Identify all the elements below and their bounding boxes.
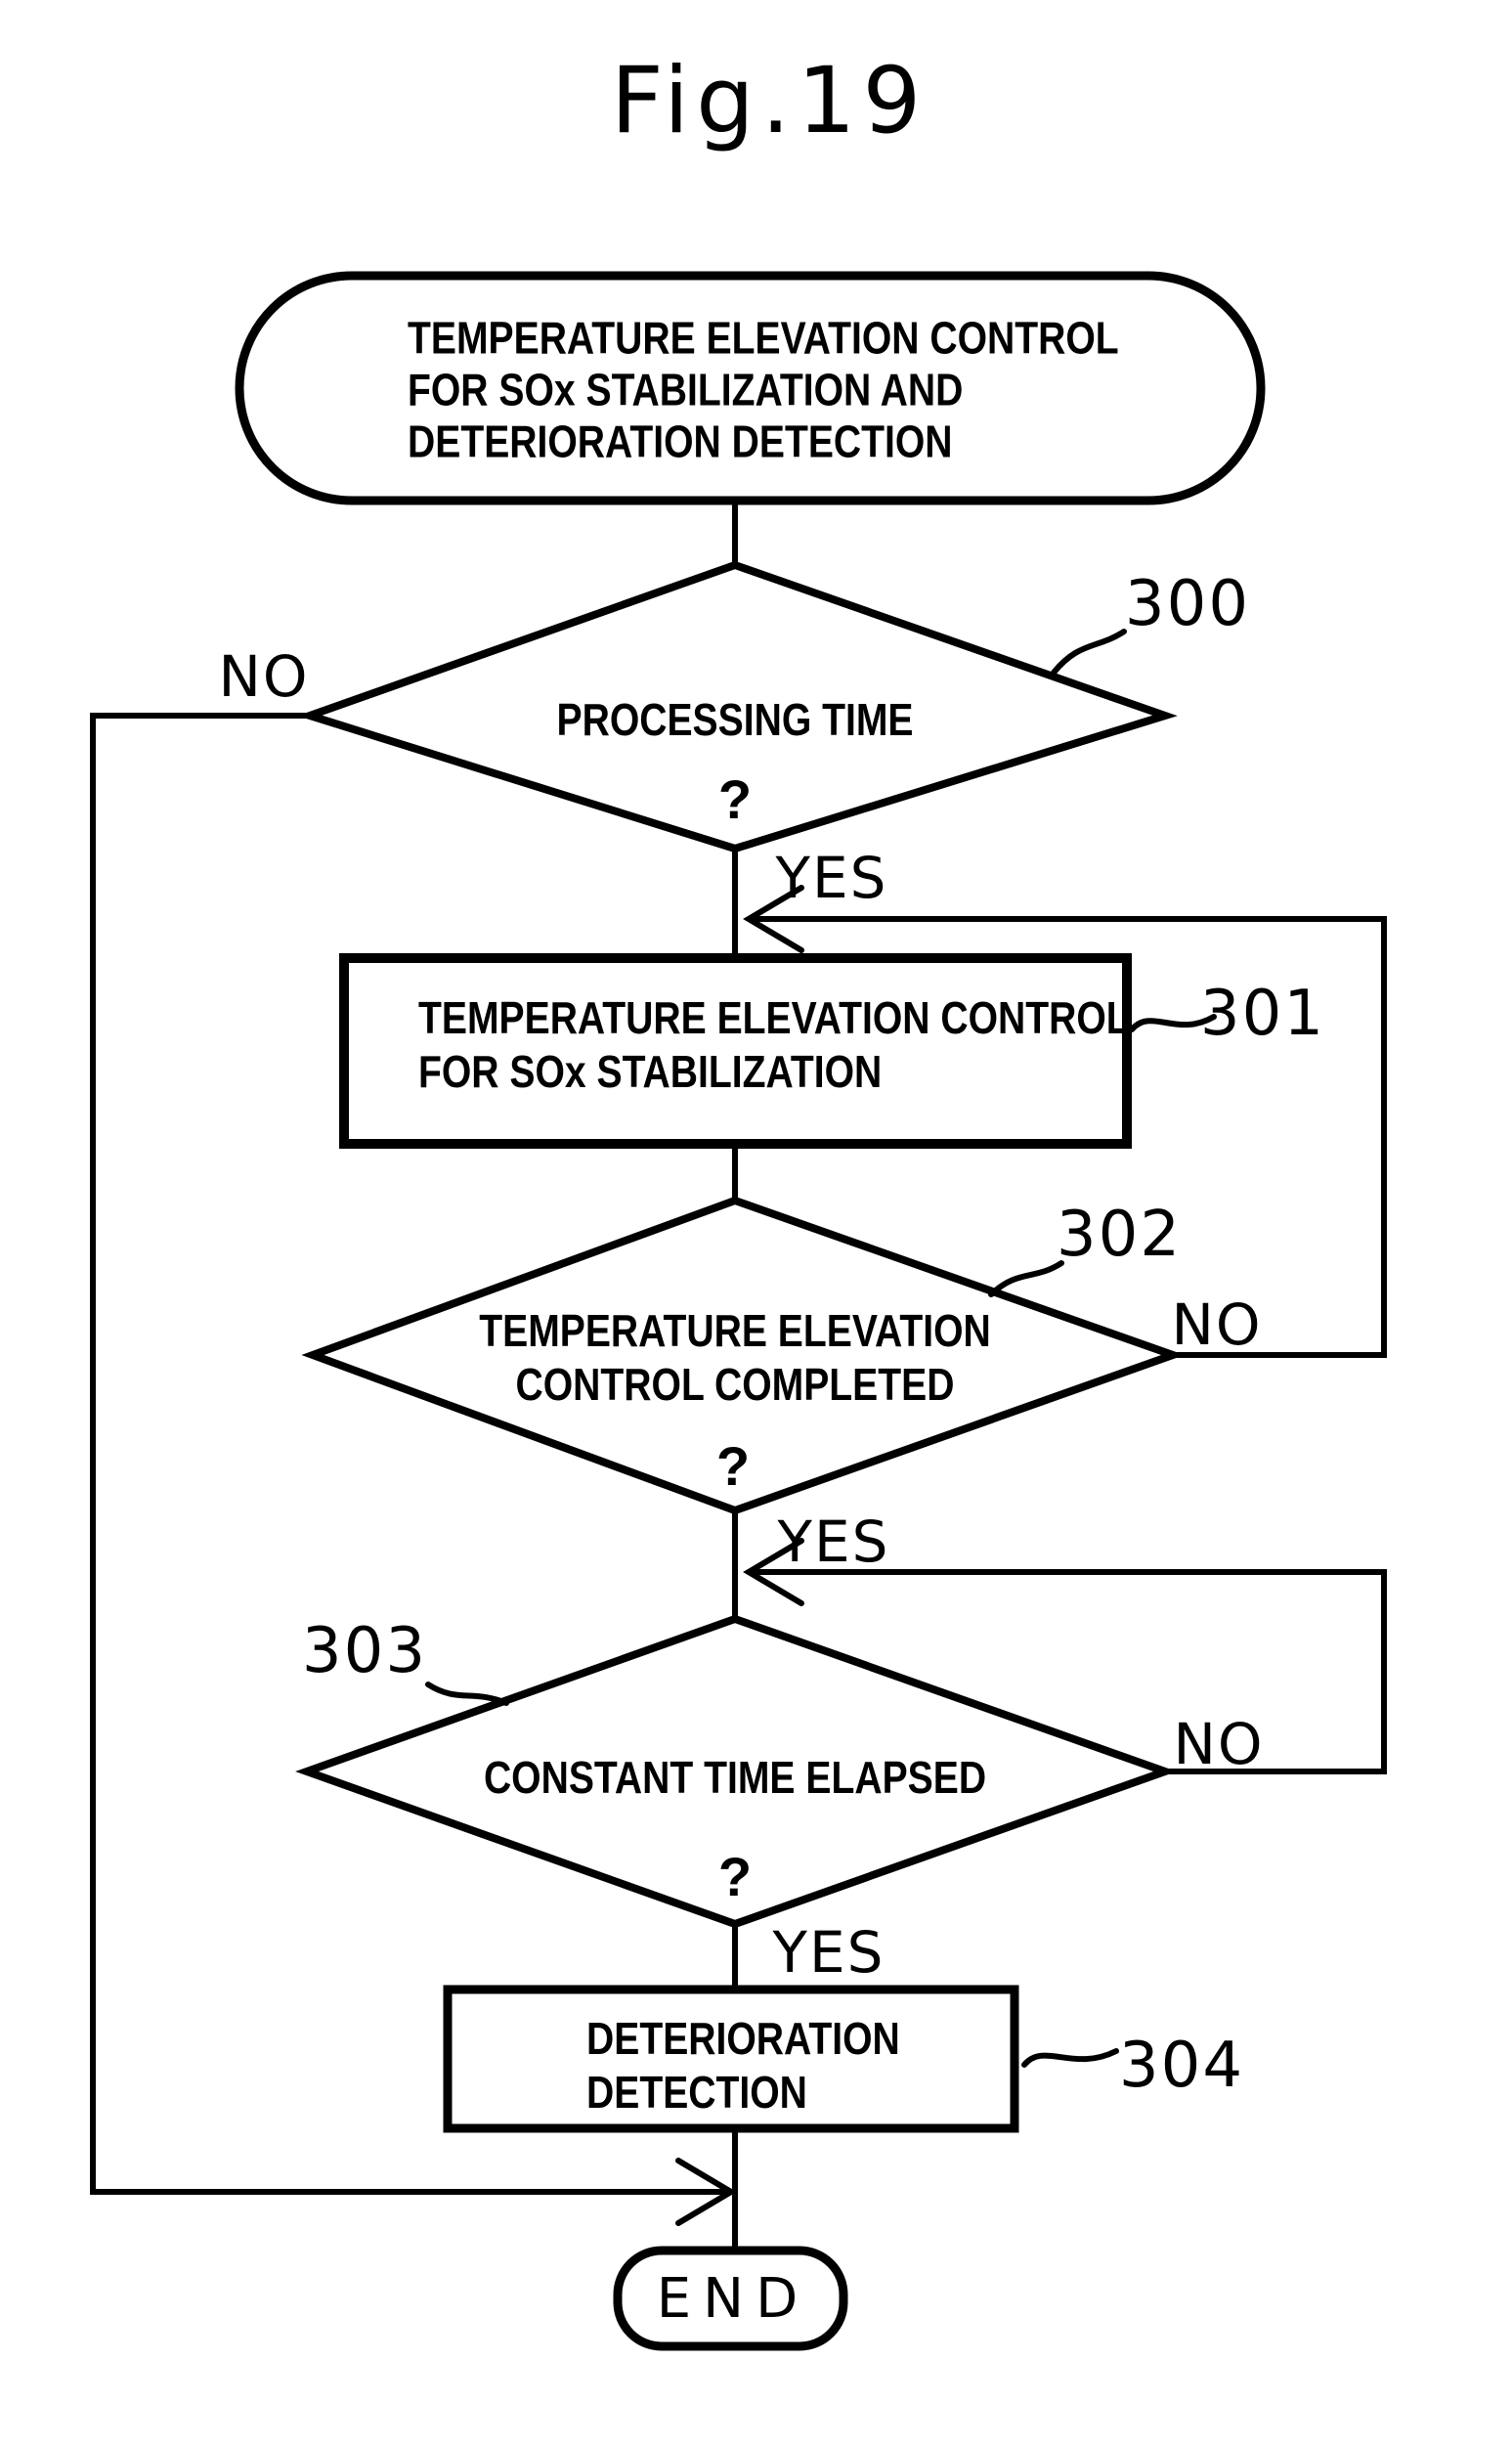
decision-302-question-mark: ?: [715, 1435, 751, 1497]
branch-label-no-303: NO: [1173, 1711, 1265, 1777]
start-terminator-text-line3: DETERIORATION DETECTION: [408, 415, 953, 467]
leader-304: [1021, 2048, 1119, 2068]
ref-numeral-304: 304: [1118, 2030, 1245, 2102]
decision-303-question-mark: ?: [717, 1846, 753, 1907]
decision-300-question-mark: ?: [717, 768, 753, 830]
leader-301: [1129, 1014, 1217, 1032]
process-304-text: DETERIORATION DETECTION: [586, 2012, 900, 2120]
start-terminator-shape: [235, 271, 1266, 505]
arrowhead-into-301-line: [743, 885, 804, 953]
flow-line-300-no-branch: [90, 713, 729, 2195]
process-301-text-line2: FOR SOx STABILIZATION: [418, 1046, 883, 1097]
end-terminator-shape: [613, 2246, 848, 2351]
leader-303: [425, 1682, 509, 1706]
ref-numeral-303: 303: [301, 1615, 428, 1687]
decision-300-text: PROCESSING TIME: [556, 694, 914, 745]
process-304-text-line1: DETERIORATION: [586, 2013, 900, 2064]
branch-label-yes-303: YES: [772, 1919, 886, 1986]
start-terminator-text: TEMPERATURE ELEVATION CONTROL FOR SOx ST…: [408, 313, 1119, 468]
flow-line-303-no-loop: [751, 1569, 1387, 1774]
branch-label-yes-300: YES: [775, 845, 888, 911]
process-301-text-line1: TEMPERATURE ELEVATION CONTROL: [418, 992, 1130, 1043]
ref-numeral-302: 302: [1056, 1199, 1183, 1271]
figure-title: Fig.19: [610, 48, 929, 154]
flow-line-302-no-loop: [751, 916, 1387, 1358]
decision-303-shape: [295, 1614, 1177, 1929]
end-terminator-text: END: [656, 2267, 810, 2331]
branch-label-no-302: NO: [1171, 1291, 1263, 1358]
arrowhead-into-end-line: [675, 2158, 737, 2226]
process-301-text: TEMPERATURE ELEVATION CONTROL FOR SOx ST…: [418, 991, 1130, 1099]
process-304-shape: [443, 1985, 1019, 2133]
decision-302-text-line2: CONTROL COMPLETED: [515, 1359, 955, 1410]
branch-label-no-300: NO: [218, 643, 310, 710]
start-terminator-text-line2: FOR SOx STABILIZATION AND: [408, 364, 964, 415]
process-301-shape: [339, 953, 1132, 1149]
arrowhead-into-303-line: [743, 1538, 804, 1606]
decision-302-text: TEMPERATURE ELEVATION CONTROL COMPLETED: [479, 1304, 991, 1412]
decision-303-text: CONSTANT TIME ELAPSED: [483, 1752, 987, 1803]
decision-302-text-line1: TEMPERATURE ELEVATION: [479, 1305, 991, 1356]
ref-numeral-301: 301: [1199, 978, 1326, 1050]
start-terminator-text-line1: TEMPERATURE ELEVATION CONTROL: [408, 312, 1119, 364]
ref-numeral-300: 300: [1124, 568, 1251, 640]
decision-300-shape: [297, 560, 1178, 853]
decision-302-shape: [301, 1196, 1185, 1515]
leader-300: [1051, 629, 1127, 676]
process-304-text-line2: DETECTION: [586, 2067, 807, 2118]
branch-label-yes-302: YES: [777, 1508, 890, 1575]
leader-302: [988, 1260, 1064, 1297]
